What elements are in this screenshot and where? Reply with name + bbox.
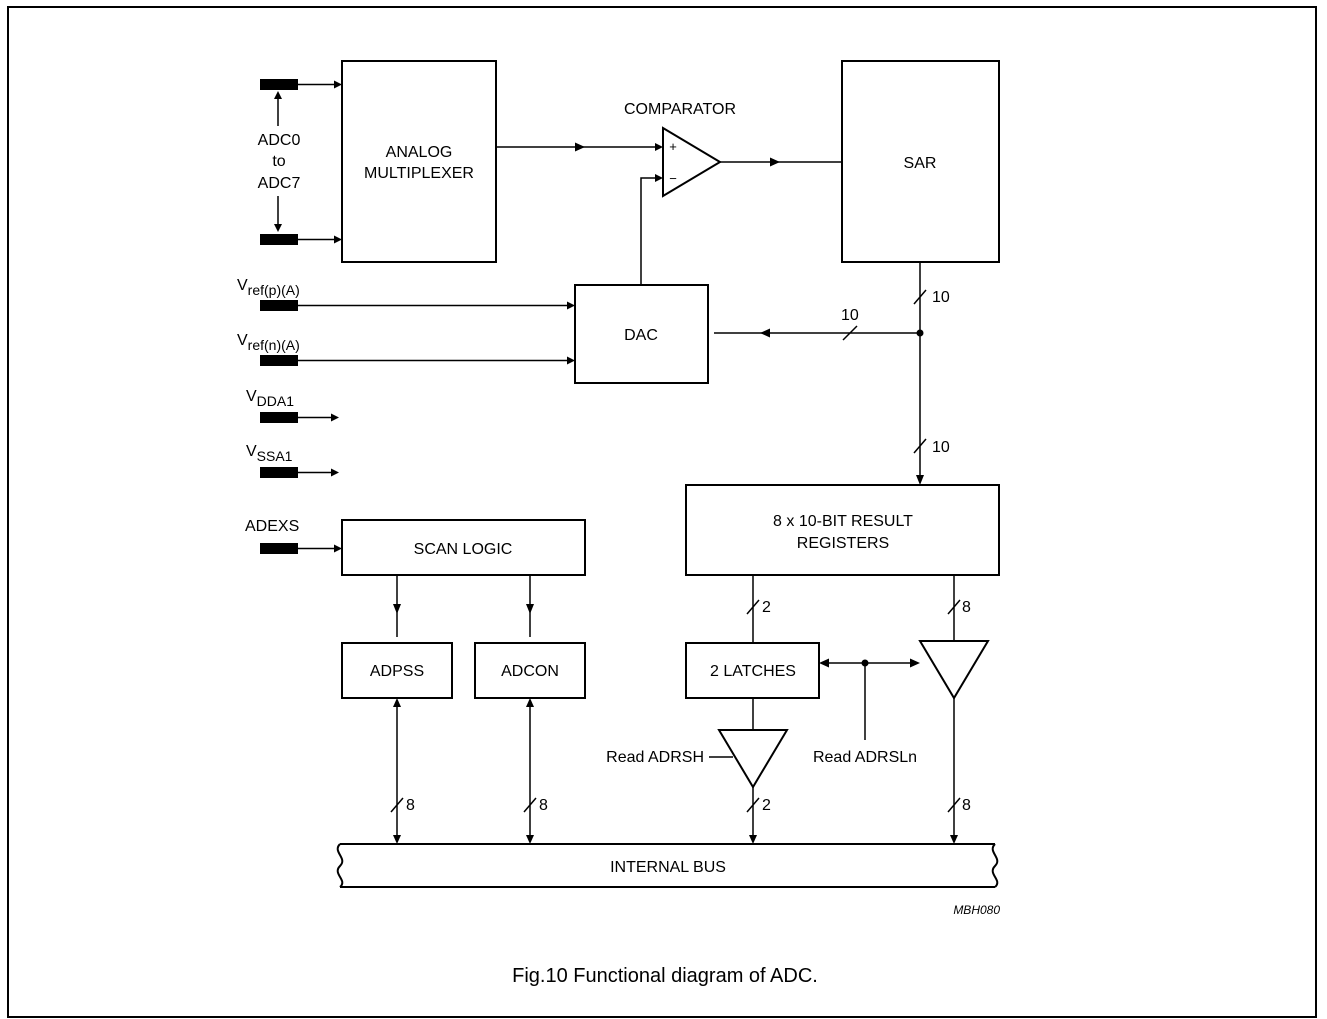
result-registers-block bbox=[685, 484, 1000, 576]
adc-range-line3: ADC7 bbox=[258, 175, 301, 192]
vref-n-label: Vref(n)(A) bbox=[237, 332, 300, 353]
adrsh-buffer bbox=[717, 729, 789, 789]
adc-range-line2: to bbox=[272, 153, 285, 170]
internal-bus-shape bbox=[336, 843, 999, 888]
bus-width-result-in: 10 bbox=[932, 439, 950, 456]
pin-vref-p bbox=[260, 300, 298, 311]
comparator-plus-sign: + bbox=[669, 139, 677, 154]
figure-caption: Fig.10 Functional diagram of ADC. bbox=[512, 965, 818, 987]
latches-block bbox=[685, 642, 820, 699]
vdda1-label: VDDA1 bbox=[246, 388, 294, 409]
scan-logic-label: SCAN LOGIC bbox=[414, 541, 513, 558]
pin-adexs bbox=[260, 543, 298, 554]
result-registers-label-2: REGISTERS bbox=[797, 535, 889, 552]
bus-width-adpss: 8 bbox=[406, 797, 415, 814]
bus-width-adrsh: 2 bbox=[762, 797, 771, 814]
analog-mux-label-1: ANALOG bbox=[386, 144, 453, 161]
vssa1-label: VSSA1 bbox=[246, 443, 293, 464]
result-registers-label-1: 8 x 10-BIT RESULT bbox=[773, 513, 913, 530]
adc-range-line1: ADC0 bbox=[258, 132, 301, 149]
read-adrsln-label: Read ADRSLn bbox=[813, 749, 917, 766]
pin-adc0 bbox=[260, 79, 298, 90]
latches-label: 2 LATCHES bbox=[710, 663, 796, 680]
read-adrsh-label: Read ADRSH bbox=[606, 749, 704, 766]
internal-bus-label: INTERNAL BUS bbox=[610, 859, 726, 876]
pin-vref-n bbox=[260, 355, 298, 366]
bus-width-dac-in: 10 bbox=[841, 307, 859, 324]
adcon-label: ADCON bbox=[501, 663, 559, 680]
adexs-label: ADEXS bbox=[245, 518, 299, 535]
bus-width-result-to-latches: 2 bbox=[762, 599, 771, 616]
bus-width-sar-out: 10 bbox=[932, 289, 950, 306]
dac-block bbox=[574, 284, 709, 384]
analog-mux-label-2: MULTIPLEXER bbox=[364, 165, 474, 182]
pin-vssa1 bbox=[260, 467, 298, 478]
vref-p-label: Vref(p)(A) bbox=[237, 277, 300, 298]
figure-reference-code: MBH080 bbox=[953, 903, 1000, 917]
figure-frame bbox=[7, 6, 1317, 1018]
bus-width-adrsl: 8 bbox=[962, 797, 971, 814]
comparator-triangle bbox=[662, 126, 722, 198]
adpss-label: ADPSS bbox=[370, 663, 424, 680]
dac-label: DAC bbox=[624, 327, 658, 344]
bus-width-result-to-buffer: 8 bbox=[962, 599, 971, 616]
comparator-label: COMPARATOR bbox=[624, 101, 736, 118]
scan-logic-block bbox=[341, 519, 586, 576]
dac-to-comparator bbox=[640, 177, 657, 285]
analog-multiplexer-block bbox=[341, 60, 497, 263]
pin-vdda1 bbox=[260, 412, 298, 423]
pin-adc7 bbox=[260, 234, 298, 245]
adpss-block bbox=[341, 642, 453, 699]
sar-label: SAR bbox=[904, 155, 937, 172]
adrsl-buffer bbox=[918, 640, 990, 700]
bus-width-adcon: 8 bbox=[539, 797, 548, 814]
comparator-minus-sign: − bbox=[669, 171, 677, 186]
